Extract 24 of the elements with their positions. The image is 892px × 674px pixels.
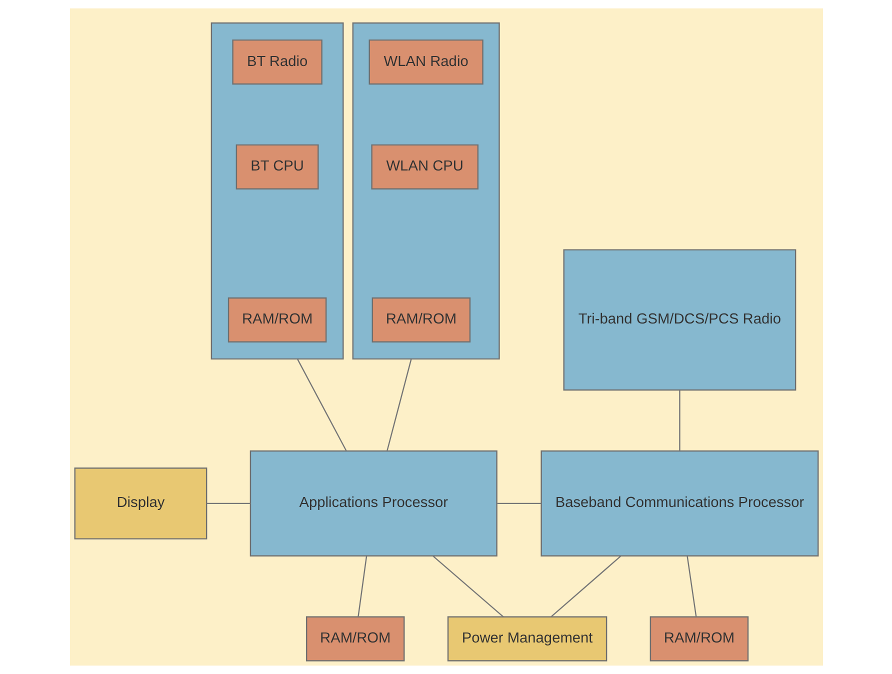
connector xyxy=(357,556,367,617)
node-box: BT Radio xyxy=(232,39,322,85)
cluster xyxy=(352,22,500,360)
connector xyxy=(678,390,680,451)
node-box: WLAN Radio xyxy=(368,39,483,85)
connector xyxy=(432,556,504,618)
connector xyxy=(686,556,696,617)
node-box: WLAN CPU xyxy=(370,144,478,190)
connector xyxy=(496,502,541,504)
node-box: RAM/ROM xyxy=(227,297,326,342)
connector xyxy=(386,358,412,452)
node-box: Display xyxy=(74,467,207,540)
node-box: BT CPU xyxy=(235,144,318,190)
node-box: Baseband Communications Processor xyxy=(540,450,818,556)
node-box: Tri-band GSM/DCS/PCS Radio xyxy=(562,249,796,391)
cluster xyxy=(210,22,344,360)
connector xyxy=(296,358,346,452)
connector xyxy=(206,502,250,504)
node-box: RAM/ROM xyxy=(305,616,404,662)
node-box: RAM/ROM xyxy=(649,616,748,662)
node-box: Applications Processor xyxy=(249,450,497,556)
node-box: RAM/ROM xyxy=(371,297,470,342)
connector xyxy=(550,556,621,618)
node-box: Power Management xyxy=(446,616,607,662)
